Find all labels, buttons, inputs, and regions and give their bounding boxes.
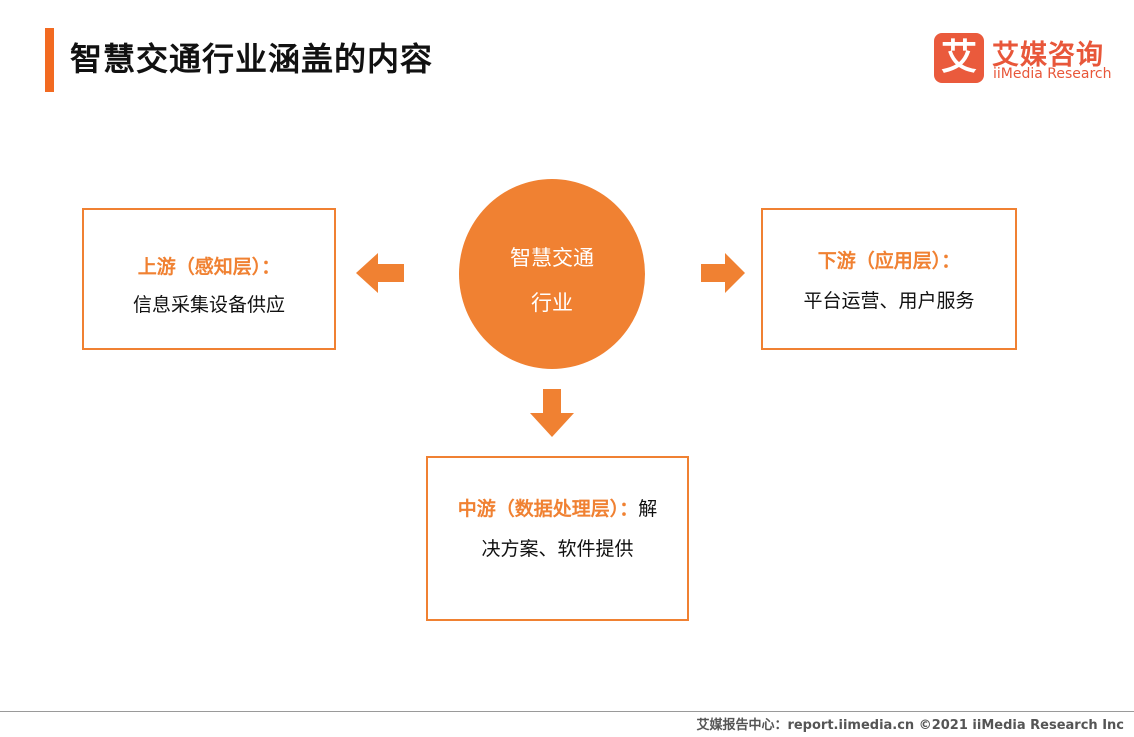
midstream-box: 中游（数据处理层）：解 决方案、软件提供: [426, 456, 689, 621]
center-node: 智慧交通 行业: [459, 179, 645, 369]
upstream-heading: 上游（感知层）：: [137, 256, 281, 278]
midstream-heading: 中游（数据处理层）：: [457, 498, 639, 520]
page-title: 智慧交通行业涵盖的内容: [70, 40, 434, 78]
logo-name-en: iiMedia Research: [993, 66, 1112, 82]
brand-logo: 艾 艾媒咨询 iiMedia Research: [934, 33, 1114, 85]
upstream-box: 上游（感知层）： 信息采集设备供应: [82, 208, 336, 350]
arrow-right-icon: [701, 253, 745, 293]
arrow-left-icon: [356, 253, 404, 293]
center-label-line1: 智慧交通: [510, 246, 594, 270]
center-label-line2: 行业: [531, 291, 573, 315]
logo-mark-icon: 艾: [934, 33, 984, 83]
midstream-text: 决方案、软件提供: [481, 538, 634, 560]
midstream-text-start: 解: [638, 498, 658, 520]
downstream-text: 平台运营、用户服务: [803, 290, 975, 312]
upstream-text: 信息采集设备供应: [132, 294, 285, 316]
footer-divider: [0, 711, 1134, 712]
footer-source: 艾媒报告中心：report.iimedia.cn ©2021 iiMedia R…: [696, 718, 1124, 733]
logo-name-cn: 艾媒咨询: [992, 40, 1104, 71]
arrow-down-icon: [530, 389, 574, 437]
midstream-line1: 中游（数据处理层）：解: [428, 494, 687, 521]
downstream-heading: 下游（应用层）：: [817, 250, 961, 272]
downstream-box: 下游（应用层）： 平台运营、用户服务: [761, 208, 1017, 350]
title-accent-bar: [45, 28, 54, 92]
